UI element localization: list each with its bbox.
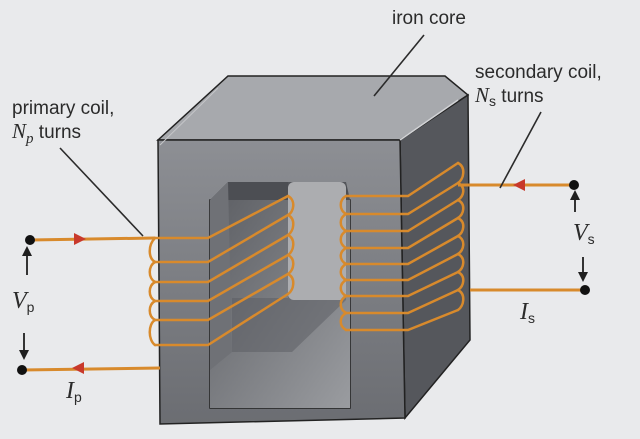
secondary-coil-label-line2: Ns turns bbox=[475, 83, 544, 109]
primary-coil-label-line1: primary coil, bbox=[12, 98, 115, 119]
primary-terminal-bottom bbox=[17, 365, 27, 375]
primary-coil-label-line2: Np turns bbox=[12, 119, 82, 147]
primary-current-arrow-out bbox=[72, 362, 84, 374]
secondary-coil bbox=[339, 161, 465, 332]
voltage-arrows bbox=[19, 190, 588, 360]
primary-voltage-label: Vp bbox=[12, 288, 35, 315]
iron-core-pointer bbox=[373, 34, 425, 97]
primary-coil-label: primary coil, Np turns bbox=[12, 98, 114, 150]
primary-current-label: Ip bbox=[66, 378, 82, 405]
secondary-voltage-label: Vs bbox=[573, 220, 595, 247]
secondary-coil-label-line1: secondary coil, bbox=[475, 62, 602, 83]
secondary-coil-pointer bbox=[499, 111, 542, 189]
primary-leads bbox=[17, 233, 161, 375]
secondary-coil-label: secondary coil, Ns turns bbox=[475, 62, 602, 112]
primary-terminal-top bbox=[25, 235, 35, 245]
secondary-leads bbox=[458, 179, 590, 295]
iron-core-label: iron core bbox=[392, 8, 466, 29]
primary-coil-pointer bbox=[59, 147, 144, 237]
primary-current-arrow-in bbox=[74, 233, 86, 245]
secondary-current-label: Is bbox=[520, 299, 535, 326]
iron-core-window-shadow bbox=[232, 182, 346, 352]
iron-core bbox=[156, 75, 471, 425]
secondary-terminal-top bbox=[569, 180, 579, 190]
secondary-terminal-bottom bbox=[580, 285, 590, 295]
label-pointers bbox=[59, 34, 542, 237]
primary-coil bbox=[148, 194, 295, 347]
secondary-current-arrow-top bbox=[513, 179, 525, 191]
iron-core-side-face bbox=[399, 93, 471, 421]
